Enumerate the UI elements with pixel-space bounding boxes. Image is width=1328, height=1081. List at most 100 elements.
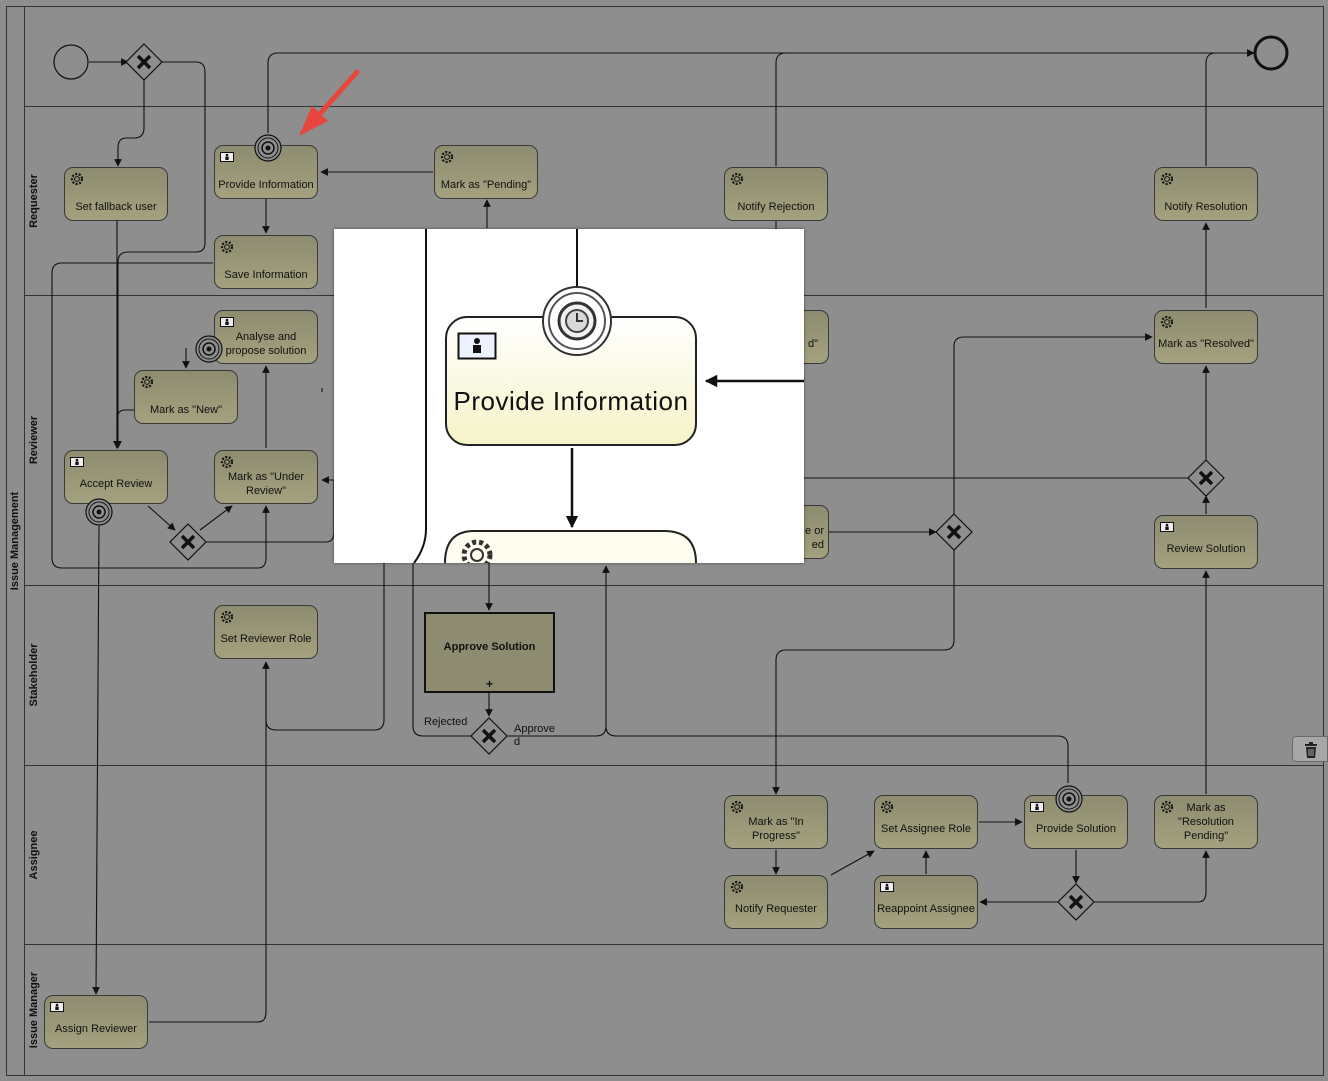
flow — [147, 505, 176, 531]
end-event — [1253, 35, 1289, 71]
task-label: Mark as "Resolution Pending" — [1178, 802, 1234, 842]
task-label: Set Assignee Role — [881, 823, 971, 835]
task-set-assignee-role[interactable]: Set Assignee Role — [874, 795, 978, 849]
task-label: Notify Resolution — [1164, 201, 1248, 213]
user-icon — [50, 1002, 64, 1012]
edge-label-part: Approve — [514, 723, 555, 735]
lane-divider — [24, 765, 1324, 766]
task-label-fragment: e or — [805, 525, 824, 537]
task-review-solution[interactable]: Review Solution — [1154, 515, 1258, 569]
zoom-flows — [413, 229, 804, 563]
task-set-reviewer-role[interactable]: Set Reviewer Role — [214, 605, 318, 659]
task-label: Accept Review — [79, 478, 153, 490]
task-label: Analyse and propose solution — [225, 331, 307, 357]
edge-label-part: d — [514, 736, 521, 748]
flow — [114, 61, 206, 449]
flow — [605, 725, 1069, 783]
flow — [149, 661, 270, 1023]
subprocess-label: Approve Solution — [443, 641, 536, 653]
expand-icon[interactable]: + — [485, 677, 493, 691]
task-mark-pending[interactable]: Mark as "Pending" — [434, 145, 538, 199]
task-label: Mark as "Pending" — [440, 179, 532, 191]
task-save-information[interactable]: Save Information — [214, 235, 318, 289]
flow — [114, 78, 145, 167]
timer-event-icon — [1055, 785, 1083, 813]
timer-event-icon — [254, 134, 282, 162]
task-assign-reviewer[interactable]: Assign Reviewer — [44, 995, 148, 1049]
flow — [775, 52, 787, 166]
task-mark-under-review[interactable]: Mark as "Under Review" — [214, 450, 318, 504]
task-mark-resolved[interactable]: Mark as "Resolved" — [1154, 310, 1258, 364]
user-icon — [457, 332, 497, 360]
delete-button[interactable] — [1292, 736, 1328, 762]
user-icon — [1030, 802, 1044, 812]
gear-icon — [1160, 800, 1174, 814]
timer-event-icon — [195, 335, 223, 363]
flow — [92, 525, 100, 995]
edge-label-rejected: Rejected — [424, 716, 468, 728]
gear-icon — [220, 240, 234, 254]
task-label: Notify Rejection — [737, 201, 815, 213]
task-label: Reappoint Assignee — [877, 903, 975, 915]
flow — [265, 563, 385, 731]
task-notify-requester[interactable]: Notify Requester — [724, 875, 828, 929]
trash-icon — [1305, 742, 1317, 758]
task-label: Mark as "Under Review" — [227, 471, 305, 497]
gear-icon — [730, 800, 744, 814]
task-mark-resolution-pending[interactable]: Mark as "Resolution Pending" — [1154, 795, 1258, 849]
flow — [267, 49, 1255, 133]
timer-event-icon — [542, 286, 612, 356]
task-accept-review[interactable]: Accept Review — [64, 450, 168, 504]
zoom-task-label: Provide Information — [453, 386, 689, 416]
gear-icon — [140, 375, 154, 389]
exclusive-gateway-icon — [169, 523, 207, 561]
task-notify-resolution[interactable]: Notify Resolution — [1154, 167, 1258, 221]
exclusive-gateway-icon — [125, 43, 163, 81]
flow — [113, 409, 134, 449]
flow — [953, 333, 1153, 516]
flow — [830, 850, 875, 876]
lane-header-divider — [24, 6, 25, 1076]
user-icon — [220, 317, 234, 327]
task-label: Mark as "In Progress" — [748, 816, 804, 842]
task-mark-in-progress[interactable]: Mark as "In Progress" — [724, 795, 828, 849]
flow — [412, 563, 472, 737]
task-label: Review Solution — [1166, 543, 1246, 555]
zoom-inset: Provide Information — [334, 229, 804, 563]
highlight-arrow-icon — [299, 69, 360, 136]
lane-divider — [24, 585, 1324, 586]
start-event — [53, 44, 89, 80]
pool-border — [6, 6, 1324, 1076]
gear-icon — [440, 150, 454, 164]
task-mark-new[interactable]: Mark as "New" — [134, 370, 238, 424]
gear-icon — [70, 172, 84, 186]
task-label: Mark as "Resolved" — [1158, 338, 1254, 350]
task-label-fragment: ed — [811, 539, 824, 551]
flow — [772, 549, 955, 795]
task-notify-rejection[interactable]: Notify Rejection — [724, 167, 828, 221]
task-label: Save Information — [224, 269, 308, 281]
user-icon — [880, 882, 894, 892]
flow — [1205, 52, 1217, 166]
lane-divider — [24, 944, 1324, 945]
task-label: Set Reviewer Role — [220, 633, 312, 645]
task-label: Notify Requester — [735, 903, 817, 915]
task-analyse-propose[interactable]: Analyse and propose solution — [214, 310, 318, 364]
exclusive-gateway-icon — [470, 717, 508, 755]
gear-icon — [220, 455, 234, 469]
task-label: Set fallback user — [75, 201, 157, 213]
user-icon — [1160, 522, 1174, 532]
gear-icon — [730, 172, 744, 186]
task-reappoint-assignee[interactable]: Reappoint Assignee — [874, 875, 978, 929]
task-label: Provide Solution — [1035, 823, 1117, 835]
subprocess-approve-solution[interactable]: Approve Solution + — [424, 612, 555, 693]
exclusive-gateway-icon — [1057, 883, 1095, 921]
exclusive-gateway-icon — [935, 513, 973, 551]
task-set-fallback-user[interactable]: Set fallback user — [64, 167, 168, 221]
user-icon — [220, 152, 234, 162]
gear-icon — [1160, 172, 1174, 186]
flow — [51, 262, 270, 569]
task-label: d" — [807, 338, 818, 350]
